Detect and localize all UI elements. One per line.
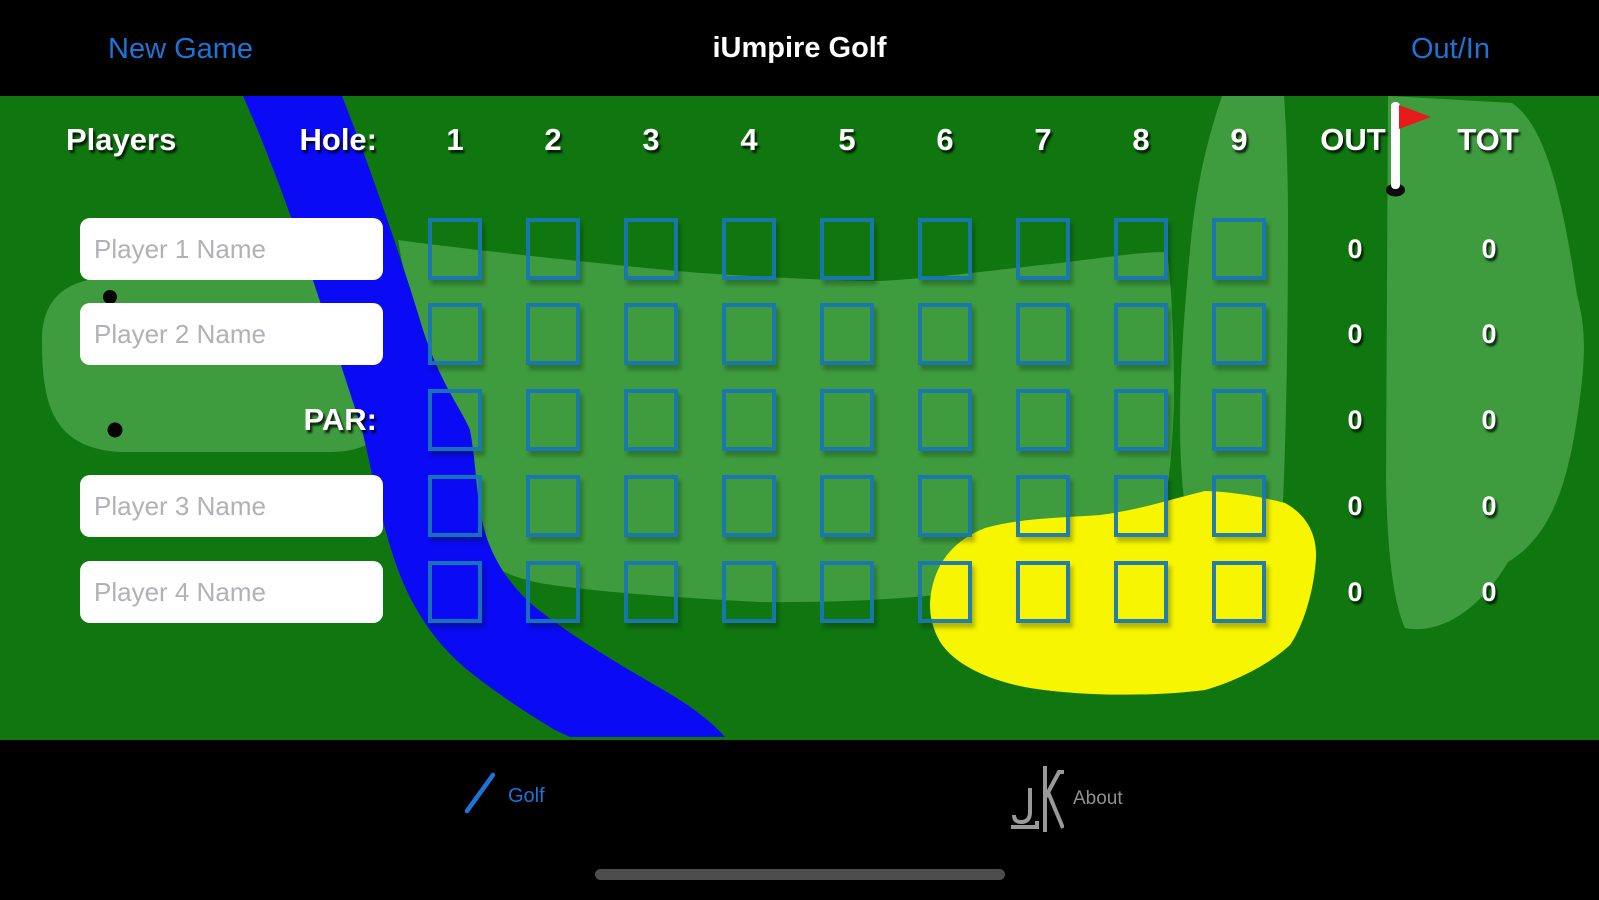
score-cell-h8-r3[interactable] xyxy=(1114,389,1168,451)
out-column-header: OUT xyxy=(1320,122,1386,157)
player-name-input[interactable] xyxy=(80,561,383,623)
tab-about[interactable]: About xyxy=(1073,788,1123,809)
home-indicator[interactable] xyxy=(595,869,1005,880)
hole-number-4: 4 xyxy=(740,122,758,157)
score-cell-h6-r5[interactable] xyxy=(918,561,972,623)
hole-number-9: 9 xyxy=(1230,122,1248,157)
fairway-nine-blob xyxy=(1180,96,1288,555)
score-cell-h1-r2[interactable] xyxy=(428,303,482,365)
tot-total-value: 0 xyxy=(1481,491,1497,521)
score-cell-h3-r5[interactable] xyxy=(624,561,678,623)
score-cell-h7-r2[interactable] xyxy=(1016,303,1070,365)
fairway-middle xyxy=(398,240,1174,603)
score-cell-h1-r4[interactable] xyxy=(428,475,482,537)
top-navigation-bar: New Game iUmpire Golf Out/In xyxy=(0,0,1599,96)
hole-label: Hole: xyxy=(299,122,378,157)
score-cell-h5-r2[interactable] xyxy=(820,303,874,365)
score-cell-h5-r1[interactable] xyxy=(820,218,874,280)
app-title: iUmpire Golf xyxy=(712,32,887,64)
score-cell-h8-r5[interactable] xyxy=(1114,561,1168,623)
hole-number-5: 5 xyxy=(838,122,856,157)
hole-number-8: 8 xyxy=(1132,122,1150,157)
hole-number-1: 1 xyxy=(446,122,464,157)
new-game-button[interactable]: New Game xyxy=(108,33,254,65)
score-cell-h4-r2[interactable] xyxy=(722,303,776,365)
score-cell-h6-r2[interactable] xyxy=(918,303,972,365)
players-label: Players xyxy=(66,122,177,157)
golf-club-icon xyxy=(464,772,496,814)
tot-total-value: 0 xyxy=(1481,405,1497,435)
score-cell-h3-r1[interactable] xyxy=(624,218,678,280)
score-cell-h7-r1[interactable] xyxy=(1016,218,1070,280)
score-cell-h9-r5[interactable] xyxy=(1212,561,1266,623)
player-name-input[interactable] xyxy=(80,303,383,365)
hole-number-3: 3 xyxy=(642,122,660,157)
flag-icon xyxy=(1386,102,1431,197)
score-cell-h2-r2[interactable] xyxy=(526,303,580,365)
score-cell-h4-r5[interactable] xyxy=(722,561,776,623)
out-total-value: 0 xyxy=(1347,234,1363,264)
hole-number-2: 2 xyxy=(544,122,562,157)
score-cell-h2-r4[interactable] xyxy=(526,475,580,537)
player-name-input[interactable] xyxy=(80,475,383,537)
hole-number-6: 6 xyxy=(936,122,954,157)
score-cell-h8-r1[interactable] xyxy=(1114,218,1168,280)
score-cell-h1-r3[interactable] xyxy=(428,389,482,451)
score-cell-h9-r1[interactable] xyxy=(1212,218,1266,280)
score-cell-h9-r3[interactable] xyxy=(1212,389,1266,451)
score-cell-h4-r3[interactable] xyxy=(722,389,776,451)
bottom-tab-bar: Golf About xyxy=(0,740,1599,900)
score-cell-h7-r5[interactable] xyxy=(1016,561,1070,623)
score-cell-h2-r3[interactable] xyxy=(526,389,580,451)
score-cell-h6-r1[interactable] xyxy=(918,218,972,280)
score-cell-h3-r3[interactable] xyxy=(624,389,678,451)
tab-golf[interactable]: Golf xyxy=(508,785,545,807)
course-dot xyxy=(107,422,123,438)
score-cell-h8-r4[interactable] xyxy=(1114,475,1168,537)
tot-total-value: 0 xyxy=(1481,319,1497,349)
score-cell-h9-r4[interactable] xyxy=(1212,475,1266,537)
score-cell-h4-r4[interactable] xyxy=(722,475,776,537)
tot-total-value: 0 xyxy=(1481,234,1497,264)
out-total-value: 0 xyxy=(1347,319,1363,349)
score-cell-h2-r5[interactable] xyxy=(526,561,580,623)
jk-logo-icon xyxy=(1011,766,1064,832)
player-name-input[interactable] xyxy=(80,218,383,280)
score-cell-h7-r3[interactable] xyxy=(1016,389,1070,451)
score-cell-h2-r1[interactable] xyxy=(526,218,580,280)
score-cell-h6-r3[interactable] xyxy=(918,389,972,451)
putting-green xyxy=(1386,96,1584,630)
score-cell-h8-r2[interactable] xyxy=(1114,303,1168,365)
score-cell-h3-r4[interactable] xyxy=(624,475,678,537)
score-cell-h5-r3[interactable] xyxy=(820,389,874,451)
score-cell-h5-r5[interactable] xyxy=(820,561,874,623)
score-cell-h4-r1[interactable] xyxy=(722,218,776,280)
score-cell-h7-r4[interactable] xyxy=(1016,475,1070,537)
out-total-value: 0 xyxy=(1347,491,1363,521)
score-cell-h5-r4[interactable] xyxy=(820,475,874,537)
out-total-value: 0 xyxy=(1347,405,1363,435)
hole-number-7: 7 xyxy=(1034,122,1052,157)
sand-bunker xyxy=(930,491,1317,695)
score-cell-h1-r5[interactable] xyxy=(428,561,482,623)
par-label: PAR: xyxy=(303,402,377,437)
out-total-value: 0 xyxy=(1347,577,1363,607)
tot-column-header: TOT xyxy=(1457,122,1519,157)
score-cell-h1-r1[interactable] xyxy=(428,218,482,280)
tot-total-value: 0 xyxy=(1481,577,1497,607)
score-cell-h9-r2[interactable] xyxy=(1212,303,1266,365)
score-cell-h3-r2[interactable] xyxy=(624,303,678,365)
score-cell-h6-r4[interactable] xyxy=(918,475,972,537)
out-in-button[interactable]: Out/In xyxy=(1411,33,1490,65)
course-dot xyxy=(103,290,117,304)
